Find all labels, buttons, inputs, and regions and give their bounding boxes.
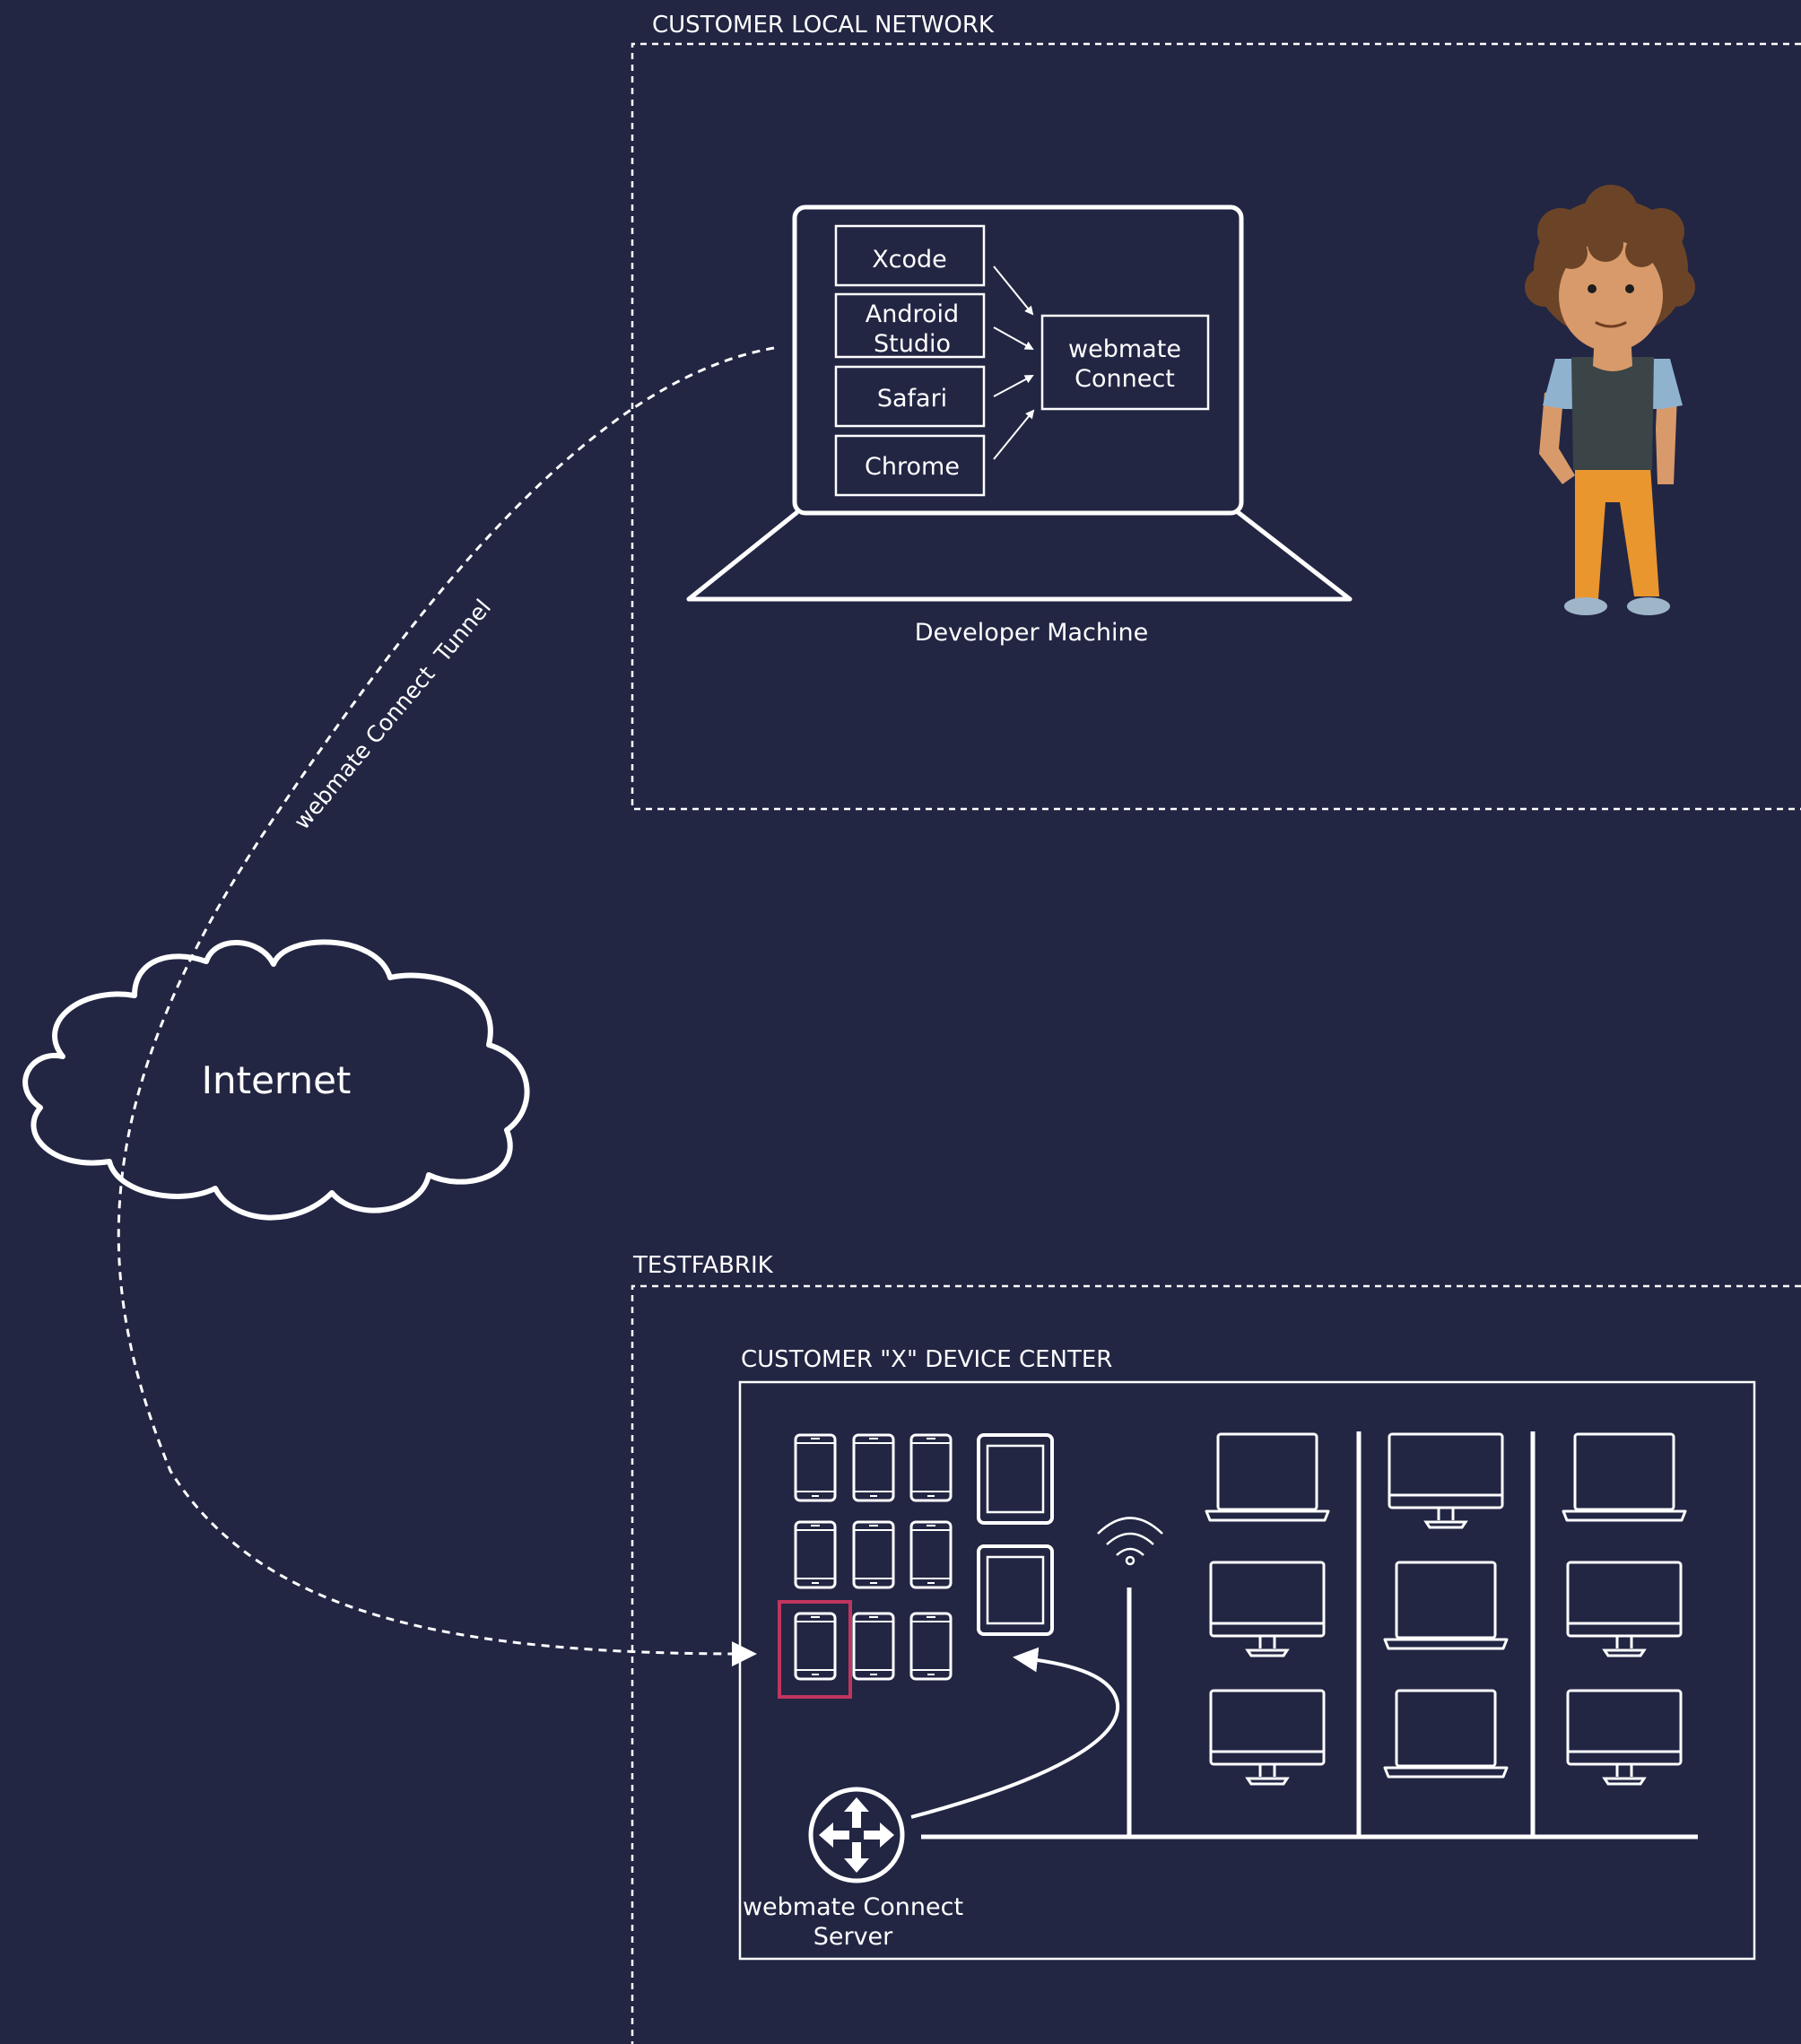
- connect-tunnel-line: [117, 346, 775, 1667]
- phone-r1-c3: [909, 1433, 953, 1502]
- tool-safari: Safari: [834, 365, 986, 428]
- webmate-connect-box: webmate Connect: [1040, 314, 1210, 411]
- tool-chrome: Chrome: [834, 434, 986, 497]
- person-arm-right: [1656, 387, 1677, 484]
- device-center: CUSTOMER "X" DEVICE CENTER: [738, 1346, 1756, 1961]
- phone-r2-c1: [794, 1520, 837, 1589]
- person-face: [1559, 240, 1663, 352]
- developer-person-icon: [1525, 185, 1695, 615]
- person-vest: [1571, 357, 1654, 470]
- server-label-line1: webmate Connect: [743, 1893, 963, 1921]
- tool-xcode: Xcode: [834, 224, 986, 287]
- laptop-icon: [1383, 1561, 1509, 1650]
- phone-r3-c3: [909, 1612, 953, 1681]
- tool-chrome-label: Chrome: [865, 453, 960, 481]
- tablet-2: [977, 1544, 1054, 1636]
- customer-network-border: [631, 42, 1801, 811]
- phone-r3-c2: [852, 1612, 895, 1681]
- person-mouth: [1595, 321, 1627, 328]
- phone-r1-c2: [852, 1433, 895, 1502]
- wifi-icon: [1097, 1517, 1163, 1566]
- monitor-icon: [1388, 1432, 1504, 1529]
- customer-network-region: CUSTOMER LOCAL NETWORK: [631, 12, 1801, 811]
- person-eye-left: [1588, 284, 1597, 293]
- tunnel-label: webmate Connect Tunnel: [289, 595, 496, 835]
- laptop-icon: [1205, 1432, 1330, 1522]
- arrow-xcode-to-connect: [993, 265, 1034, 316]
- laptop-icon: [1383, 1689, 1509, 1779]
- person-shoe-left: [1564, 597, 1607, 615]
- developer-machine-label: Developer Machine: [915, 619, 1148, 647]
- arrow-android-to-connect: [993, 326, 1034, 350]
- tool-android-studio: Android Studio: [834, 292, 986, 359]
- phone-r1-c1: [794, 1433, 837, 1502]
- testfabrik-label: TESTFABRIK: [632, 1252, 774, 1279]
- tablet-1: [977, 1433, 1054, 1525]
- monitor-icon: [1209, 1561, 1326, 1657]
- customer-network-label: CUSTOMER LOCAL NETWORK: [652, 12, 995, 39]
- laptop-icon: [1562, 1432, 1687, 1522]
- tool-android-studio-label-line2: Studio: [874, 330, 951, 358]
- device-center-label: CUSTOMER "X" DEVICE CENTER: [741, 1346, 1112, 1373]
- testfabrik-region: TESTFABRIK: [631, 1252, 1801, 2044]
- cloud-outline: [22, 939, 530, 1221]
- person-arm-left: [1539, 387, 1575, 484]
- arrow-safari-to-connect: [993, 375, 1034, 397]
- computer-racks: [1205, 1432, 1687, 1786]
- laptop-base: [686, 510, 1353, 602]
- person-pants: [1575, 466, 1659, 599]
- tool-android-studio-label-line1: Android: [866, 300, 959, 328]
- arrow-chrome-to-connect: [993, 409, 1035, 460]
- monitor-icon: [1566, 1689, 1683, 1786]
- phone-r3-c1: [794, 1612, 837, 1681]
- tool-xcode-label: Xcode: [872, 246, 947, 274]
- testfabrik-border: [631, 1284, 1801, 2044]
- monitor-icon: [1209, 1689, 1326, 1786]
- webmate-connect-label-line1: webmate: [1068, 335, 1181, 363]
- highlighted-device-frame: [778, 1600, 852, 1699]
- device-center-border: [738, 1380, 1756, 1961]
- internet-label: Internet: [202, 1058, 352, 1102]
- developer-machine: Xcode Android Studio Safari Chrome webma…: [686, 204, 1353, 647]
- webmate-connect-label-line2: Connect: [1075, 365, 1175, 393]
- server-label-line2: Server: [813, 1923, 893, 1951]
- router-icon: [808, 1787, 905, 1883]
- phone-r2-c2: [852, 1520, 895, 1589]
- phone-r2-c3: [909, 1520, 953, 1589]
- tool-safari-label: Safari: [877, 385, 947, 413]
- person-shoe-right: [1627, 597, 1670, 615]
- phone-grid: [794, 1433, 953, 1681]
- internet-cloud: Internet: [22, 939, 530, 1221]
- server-to-devices-arrow: [910, 1647, 1120, 1819]
- laptop-screen: [792, 204, 1244, 516]
- monitor-icon: [1566, 1561, 1683, 1657]
- person-eye-right: [1625, 284, 1634, 293]
